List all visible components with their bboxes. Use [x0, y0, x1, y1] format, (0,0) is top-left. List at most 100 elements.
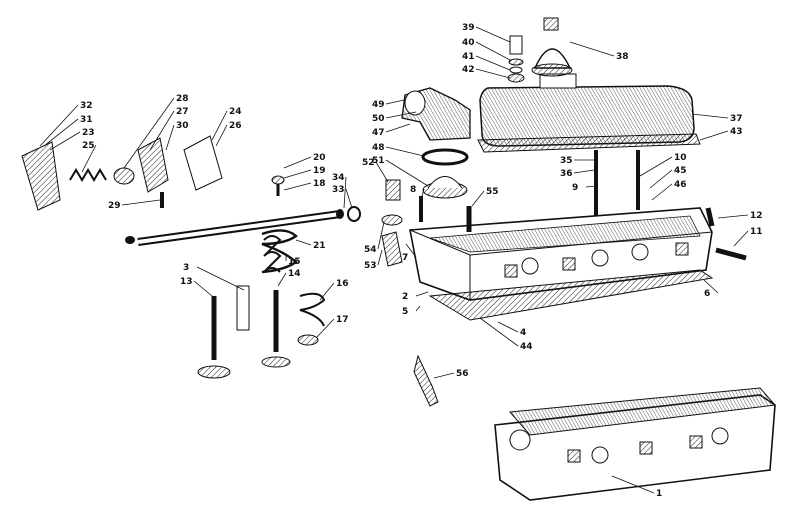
rocker-bush	[113, 167, 135, 185]
part-label-11: 11	[750, 227, 763, 237]
rocker-arm-right	[183, 135, 223, 191]
oil-filler-cap	[531, 17, 573, 77]
spring-cup	[297, 334, 319, 346]
part-label-3: 3	[183, 263, 189, 273]
ring-34	[336, 209, 344, 219]
leader-line-5	[415, 305, 421, 312]
part-label-47: 47	[372, 128, 385, 138]
part-label-42: 42	[462, 65, 475, 75]
part-label-53: 53	[364, 261, 377, 271]
leader-line-56	[433, 372, 455, 379]
leader-line-28	[123, 97, 175, 169]
part-label-51: 51	[372, 156, 385, 166]
part-label-43: 43	[730, 127, 743, 137]
leader-line-26	[215, 124, 228, 147]
part-label-18: 18	[313, 179, 326, 189]
leader-line-18	[283, 182, 312, 191]
stud-12	[705, 207, 715, 227]
cylinder-head-lower	[494, 387, 777, 501]
leader-line-31	[43, 118, 79, 147]
part-label-50: 50	[372, 114, 385, 124]
leader-line-45	[649, 169, 673, 189]
leader-line-30	[165, 124, 175, 151]
part-label-16: 16	[336, 279, 349, 289]
part-label-17: 17	[336, 315, 349, 325]
leader-line-9	[585, 185, 597, 188]
valve-14	[261, 290, 291, 368]
part-label-32: 32	[80, 101, 93, 111]
leader-line-33	[345, 188, 353, 209]
part-label-6: 6	[704, 289, 710, 299]
part-label-55: 55	[486, 187, 499, 197]
leader-line-11	[733, 230, 749, 247]
part-label-46: 46	[674, 180, 687, 190]
leader-line-4	[497, 321, 519, 333]
part-label-29: 29	[108, 201, 121, 211]
part-label-44: 44	[520, 342, 533, 352]
part-label-54: 54	[364, 245, 377, 255]
part-label-45: 45	[674, 166, 687, 176]
part-label-20: 20	[313, 153, 326, 163]
part-label-41: 41	[462, 52, 475, 62]
rocker-shaft-spring	[263, 235, 282, 273]
leader-line-36	[573, 169, 595, 174]
part-label-8: 8	[410, 185, 416, 195]
part-label-9: 9	[572, 183, 578, 193]
rocker-cover	[477, 73, 701, 153]
part-label-27: 27	[176, 107, 189, 117]
thermostat	[422, 176, 468, 199]
part-label-14: 14	[288, 269, 301, 279]
leader-line-42	[475, 68, 511, 79]
part-label-2: 2	[402, 292, 408, 302]
leader-line-29	[121, 199, 161, 206]
part-label-13: 13	[180, 277, 193, 287]
leader-line-8	[420, 188, 425, 201]
leader-line-32	[39, 104, 79, 147]
part-label-23: 23	[82, 128, 95, 138]
leader-line-24	[211, 110, 228, 141]
leader-line-40	[475, 41, 511, 61]
screw-18-20	[271, 175, 285, 196]
valve-13	[197, 296, 231, 379]
leader-line-52	[375, 161, 389, 183]
part-label-10: 10	[674, 153, 687, 163]
leader-line-46	[651, 183, 673, 201]
leader-line-49	[385, 99, 405, 105]
part-label-7: 7	[402, 253, 408, 263]
part-label-49: 49	[372, 100, 385, 110]
ring-33	[347, 206, 361, 222]
part-label-38: 38	[616, 52, 629, 62]
part-label-36: 36	[560, 169, 573, 179]
leader-line-39	[475, 26, 511, 43]
part-label-1: 1	[656, 489, 662, 499]
part-label-5: 5	[402, 307, 408, 317]
part-label-35: 35	[560, 156, 573, 166]
part-label-21: 21	[313, 241, 326, 251]
leader-line-7	[405, 243, 417, 258]
part-label-31: 31	[80, 115, 93, 125]
leader-line-13	[193, 280, 213, 297]
part-label-25: 25	[82, 141, 95, 151]
part-label-52: 52	[362, 158, 375, 168]
leader-line-53	[377, 249, 383, 266]
leader-line-50	[385, 111, 417, 119]
spark-plug	[413, 354, 439, 407]
part-label-37: 37	[730, 114, 743, 124]
leader-line-43	[699, 130, 729, 141]
leader-line-6	[703, 279, 719, 294]
leader-line-37	[691, 113, 729, 119]
valve-guide	[236, 285, 250, 331]
leader-line-10	[639, 156, 673, 177]
leader-line-3	[196, 266, 245, 291]
leader-line-16	[319, 282, 335, 301]
stud-11	[715, 247, 747, 261]
part-label-39: 39	[462, 23, 475, 33]
part-label-34: 34	[332, 173, 345, 183]
valve-spring-outer	[261, 229, 298, 274]
leader-line-20	[283, 156, 312, 169]
part-label-40: 40	[462, 38, 475, 48]
rocker-spacing-spring	[69, 168, 107, 182]
part-label-4: 4	[520, 328, 526, 338]
